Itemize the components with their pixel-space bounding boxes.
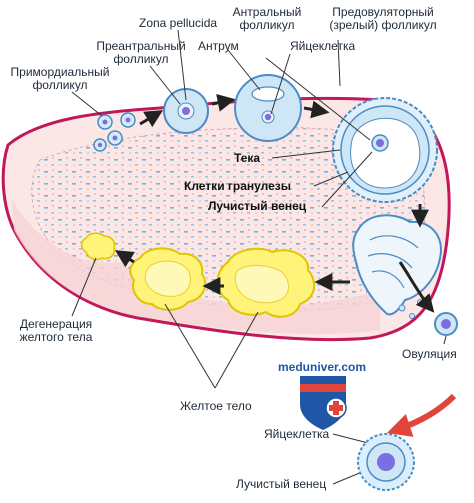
label-preovulatory-line1: Предовуляторный: [332, 5, 434, 19]
label-degeneration: Дегенерация желтого тела: [10, 318, 102, 344]
label-granulosa: Клетки гранулезы: [184, 179, 292, 193]
label-preovulatory: Предовуляторный (зрелый) фолликул: [318, 6, 448, 32]
label-antral: Антральный фолликул: [226, 6, 308, 32]
label-corona-radiata: Лучистый венец: [208, 199, 307, 213]
label-antral-line1: Антральный: [232, 5, 302, 19]
label-primordial: Примордиальный фолликул: [4, 66, 116, 92]
label-preantral: Преантральный фолликул: [88, 40, 194, 66]
corpus-luteum-medium-core: [144, 260, 191, 297]
meduniver-logo: [300, 376, 347, 430]
primordial-follicles: [93, 112, 136, 152]
preantral-follicle: [163, 88, 209, 134]
leader-lines: [71, 29, 447, 485]
label-preantral-line1: Преантральный: [96, 39, 186, 53]
zoom-arrow: [386, 393, 457, 437]
released-oocyte: [434, 312, 458, 336]
label-oocyte-bottom: Яйцеклетка: [264, 427, 330, 441]
label-antrum: Антрум: [198, 39, 239, 53]
label-oocyte-top: Яйцеклетка: [290, 39, 356, 53]
label-theca: Тека: [234, 151, 261, 165]
label-primordial-line1: Примордиальный: [10, 65, 110, 79]
label-preantral-line2: фолликул: [113, 52, 169, 66]
label-ovulation: Овуляция: [402, 347, 457, 361]
label-zona-pellucida: Zona pellucida: [139, 16, 218, 30]
label-degeneration-line1: Дегенерация: [19, 317, 93, 331]
label-corpus-luteum: Желтое тело: [180, 399, 252, 413]
label-degeneration-line2: желтого тела: [19, 330, 93, 344]
label-antral-line2: фолликул: [239, 18, 295, 32]
label-preovulatory-line2: (зрелый) фолликул: [329, 18, 437, 32]
preovulatory-follicle: [332, 97, 438, 203]
label-corona-bottom: Лучистый венец: [236, 477, 327, 491]
corpus-luteum-large-core: [234, 265, 289, 304]
label-primordial-line2: фолликул: [32, 78, 88, 92]
ovary-stroma: [12, 200, 380, 335]
corpus-luteum-degenerating: [80, 232, 116, 261]
antral-follicle: [234, 74, 302, 142]
watermark-text: meduniver.com: [278, 360, 367, 374]
flow-arrows: [114, 93, 435, 313]
zoomed-oocyte: [357, 433, 415, 491]
